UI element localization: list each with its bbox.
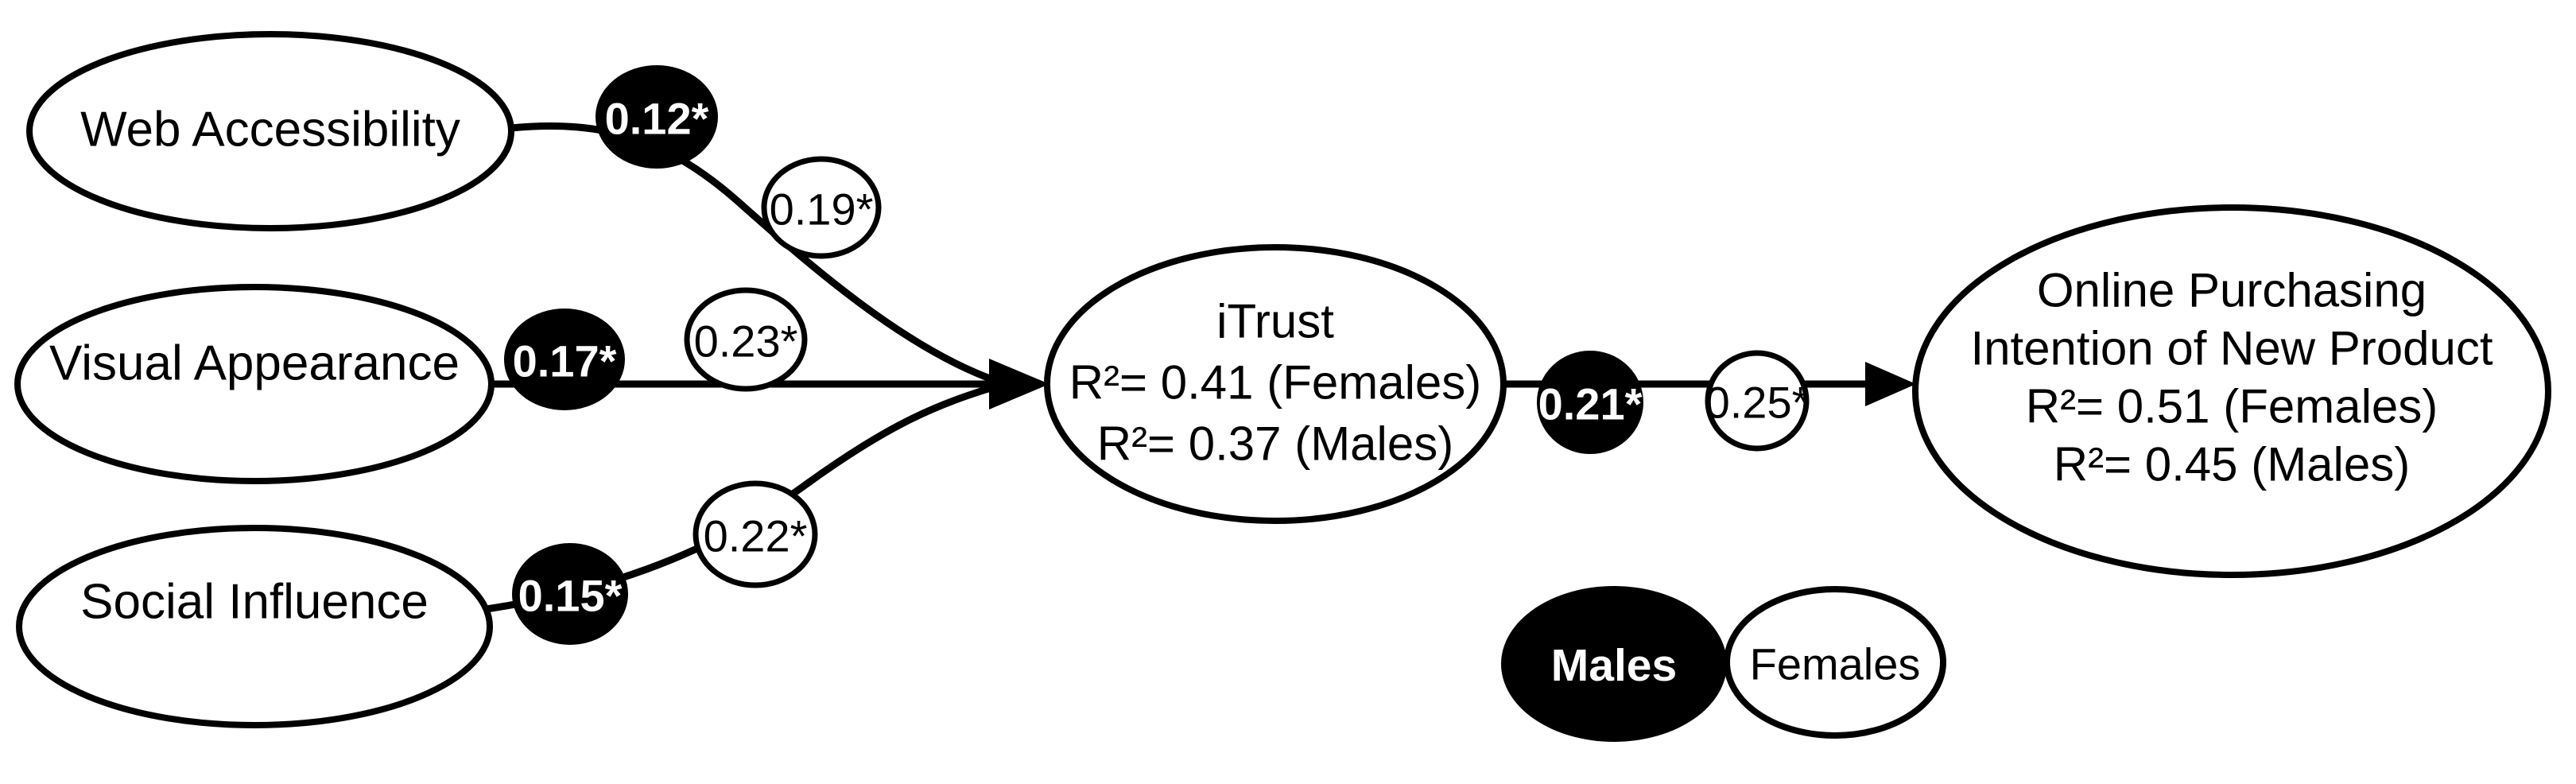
coef-itrust-opi-females-ellipse (1705, 350, 1810, 452)
itrust-title: iTrust (1216, 295, 1334, 348)
arrowhead-into-online-purchasing-icon (1865, 362, 1916, 406)
social-influence-label: Social Influence (80, 575, 429, 630)
coef-wa-itrust-males-value: 0.12* (605, 94, 709, 144)
coef-itrust-opi-females: 0.25* (1705, 350, 1810, 452)
coef-va-itrust-females-ellipse (684, 287, 808, 392)
online-purchasing-r2-males: R²= 0.45 (Males) (2054, 438, 2410, 491)
social-influence-ellipse (16, 525, 493, 728)
legend-males-ellipse (1501, 586, 1727, 742)
itrust-r2-females: R²= 0.41 (Females) (1069, 356, 1482, 409)
itrust-r2-males: R²= 0.37 (Males) (1097, 417, 1453, 471)
itrust-ellipse (1044, 244, 1507, 524)
coef-itrust-opi-males: 0.21* (1537, 351, 1643, 454)
web-accessibility-label: Web Accessibility (80, 103, 460, 157)
coef-itrust-opi-males-ellipse (1537, 351, 1643, 454)
legend-females-label: Females (1750, 639, 1921, 689)
online-purchasing-ellipse (1912, 204, 2551, 578)
coef-va-itrust-males-ellipse (504, 309, 625, 410)
coef-wa-itrust-females: 0.19* (761, 156, 882, 259)
coef-va-itrust-females-value: 0.23* (694, 316, 798, 367)
coef-va-itrust-males: 0.17* (504, 309, 625, 410)
legend-males-label: Males (1551, 640, 1677, 691)
coef-va-itrust-females: 0.23* (684, 287, 808, 392)
visual-appearance-label: Visual Appearance (49, 336, 460, 391)
coef-itrust-opi-males-value: 0.21* (1538, 379, 1643, 429)
coef-wa-itrust-females-value: 0.19* (770, 184, 874, 235)
legend: Males Females (1501, 586, 1946, 742)
coef-si-itrust-males-value: 0.15* (518, 571, 623, 621)
coef-si-itrust-females-value: 0.22* (704, 511, 808, 561)
node-social-influence: Social Influence (16, 525, 493, 728)
web-accessibility-ellipse (26, 31, 514, 231)
coef-si-itrust-females-ellipse (692, 480, 818, 588)
visual-appearance-ellipse (14, 284, 495, 484)
legend-females-ellipse (1724, 586, 1946, 739)
coef-va-itrust-males-value: 0.17* (513, 336, 617, 386)
coef-wa-itrust-males-ellipse (596, 65, 718, 169)
node-web-accessibility: Web Accessibility (26, 31, 514, 231)
coef-wa-itrust-males: 0.12* (596, 65, 718, 169)
coef-wa-itrust-females-ellipse (761, 156, 882, 259)
coef-si-itrust-males: 0.15* (512, 543, 628, 645)
coef-si-itrust-males-ellipse (512, 543, 628, 645)
node-online-purchasing-intention: Online Purchasing Intention of New Produ… (1912, 204, 2551, 578)
online-purchasing-r2-females: R²= 0.51 (Females) (2026, 380, 2438, 433)
arrowhead-into-itrust-icon (989, 359, 1049, 409)
coef-itrust-opi-females-value: 0.25* (1705, 378, 1810, 428)
coef-si-itrust-females: 0.22* (692, 480, 818, 588)
node-itrust: iTrust R²= 0.41 (Females) R²= 0.37 (Male… (1044, 244, 1507, 524)
node-visual-appearance: Visual Appearance (14, 284, 495, 484)
online-purchasing-title-line1: Online Purchasing (2037, 264, 2427, 317)
online-purchasing-title-line2: Intention of New Product (1970, 322, 2493, 375)
